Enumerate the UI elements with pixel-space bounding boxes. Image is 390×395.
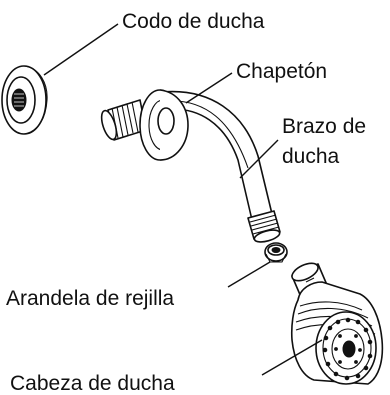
flange-label: Chapetón — [236, 60, 327, 83]
shower-elbow-leader — [43, 23, 119, 76]
washer-leader — [227, 261, 271, 288]
shower-head-part — [290, 262, 384, 385]
shower-arm-label-line2: ducha — [282, 145, 340, 168]
screen-washer-part — [264, 242, 288, 263]
shower-head-label: Cabeza de ducha — [10, 372, 175, 395]
shower-head-leader — [261, 339, 323, 376]
shower-arm-leader — [239, 139, 279, 179]
shower-elbow-part — [1, 65, 48, 135]
flange-leader — [185, 72, 233, 104]
shower-elbow-label: Codo de ducha — [122, 10, 265, 33]
washer-label: Arandela de rejilla — [6, 287, 174, 310]
shower-arm-label-line1: Brazo de — [282, 115, 366, 138]
flange-part — [139, 89, 189, 161]
shower-arm-part — [100, 90, 281, 243]
